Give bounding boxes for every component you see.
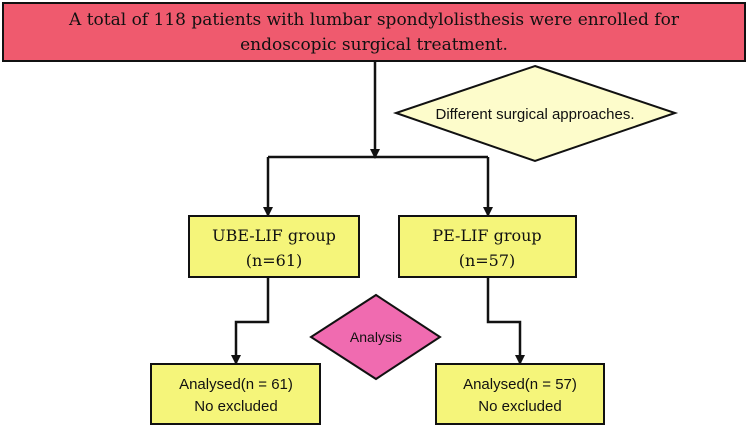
pe-group-box (398, 215, 577, 278)
approach-decision-node: Different surgical approaches. (392, 64, 679, 163)
ube-analysed-box (150, 363, 321, 425)
pe-group-node: PE-LIF group (n=57) (398, 215, 577, 278)
enrollment-text-line2: endoscopic surgical treatment. (240, 35, 508, 55)
pe-analysed-count: Analysed(n = 57) (463, 376, 577, 393)
ube-group-box (188, 215, 360, 278)
pe-group-title: PE-LIF group (432, 226, 541, 245)
pe-analysed-excluded: No excluded (478, 398, 561, 415)
ube-analysed-excluded: No excluded (194, 398, 277, 415)
ube-analysed-count: Analysed(n = 61) (179, 376, 293, 393)
pe-group-count: (n=57) (459, 251, 516, 270)
ube-group-node: UBE-LIF group (n=61) (188, 215, 360, 278)
ube-group-count: (n=61) (246, 251, 303, 270)
connector-ube-to-analysed (231, 277, 270, 365)
ube-analysed-node: Analysed(n = 61) No excluded (150, 363, 321, 425)
approach-decision-label: Different surgical approaches. (436, 106, 635, 123)
pe-analysed-node: Analysed(n = 57) No excluded (435, 363, 605, 425)
enrollment-text-line1: A total of 118 patients with lumbar spon… (68, 10, 680, 30)
analysis-diamond (309, 293, 442, 381)
enrollment-node: A total of 118 patients with lumbar spon… (2, 2, 746, 62)
approach-decision-diamond (392, 64, 679, 163)
ube-group-title: UBE-LIF group (212, 226, 336, 245)
connector-pe-to-analysed (486, 277, 525, 365)
enrollment-box (2, 2, 746, 62)
pe-analysed-box (435, 363, 605, 425)
analysis-label: Analysis (350, 329, 402, 345)
analysis-node: Analysis (309, 293, 442, 381)
